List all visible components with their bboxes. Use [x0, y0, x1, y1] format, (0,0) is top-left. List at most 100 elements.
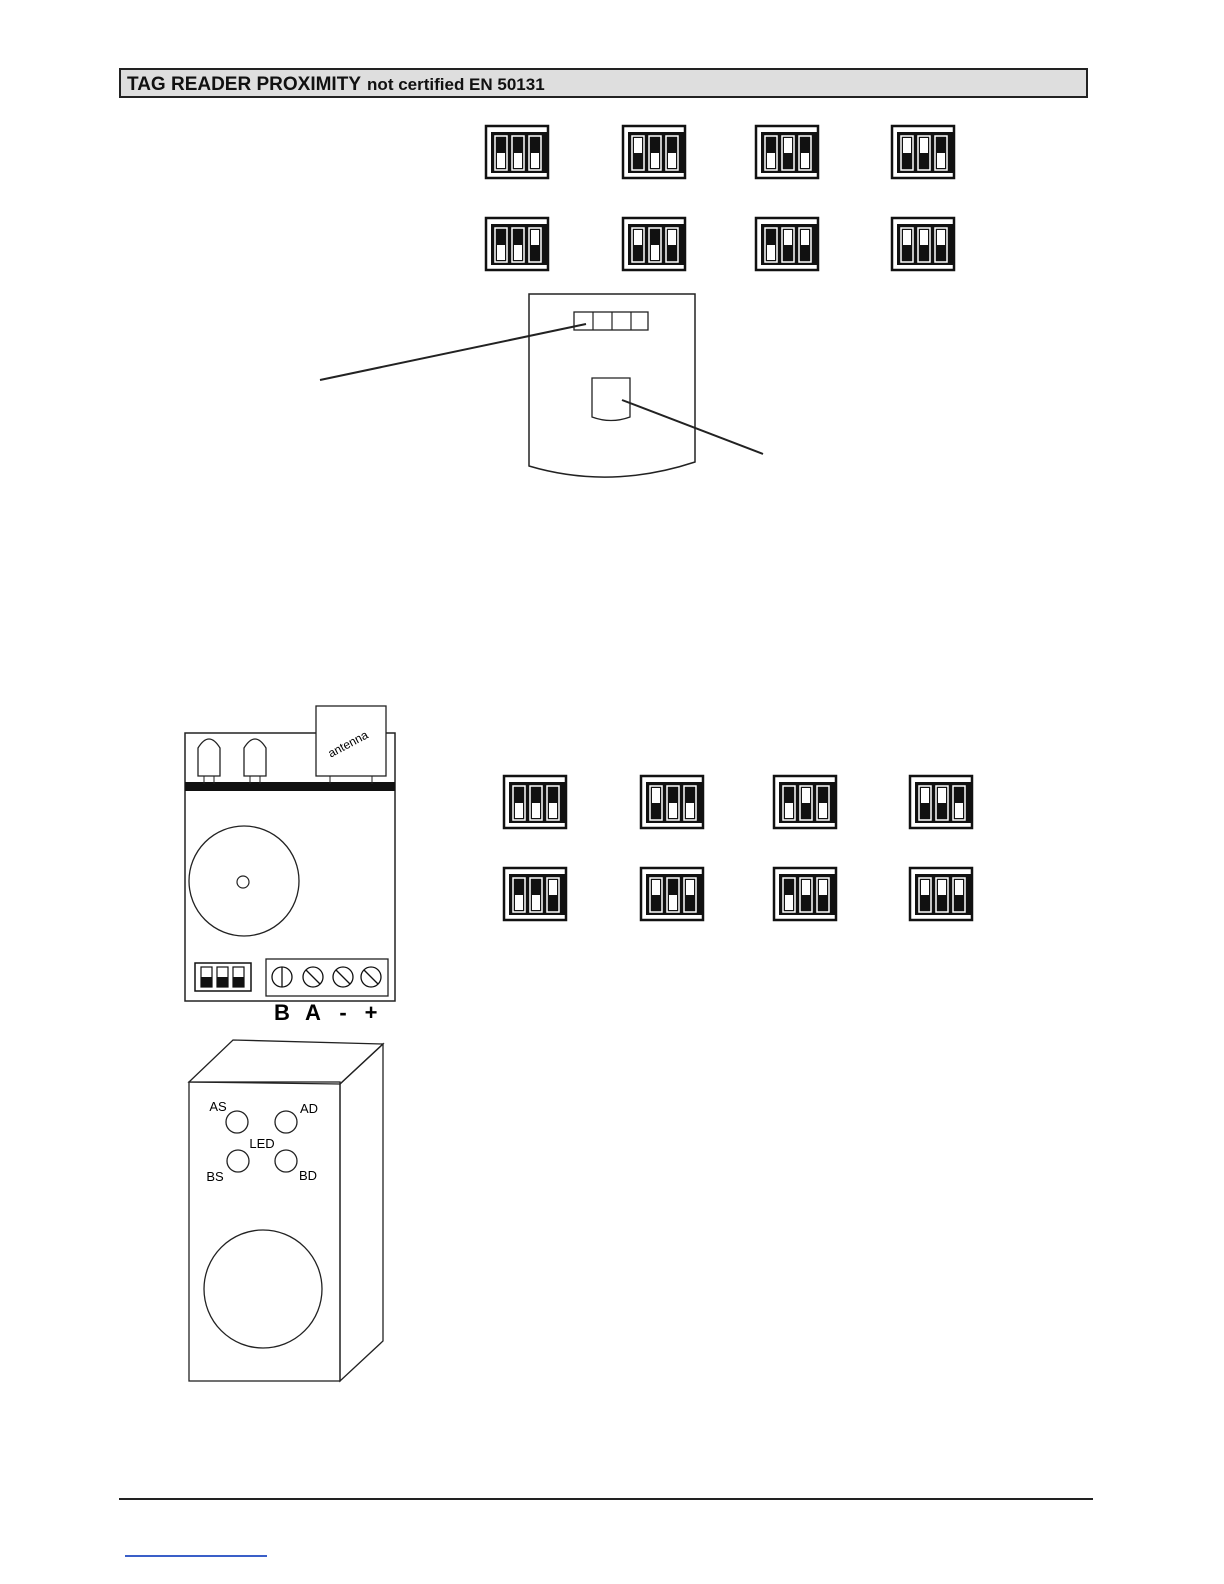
terminal-label-plus: +	[365, 1000, 378, 1025]
dip-switch-bottom-7	[774, 868, 836, 920]
dip-lever	[903, 230, 911, 245]
dip-lever	[651, 245, 659, 260]
dip-lever	[515, 895, 523, 910]
led-bd	[275, 1150, 297, 1172]
dip-lever	[532, 803, 540, 818]
dip-lever	[920, 138, 928, 153]
led-as	[226, 1111, 248, 1133]
dip-lever	[801, 153, 809, 168]
reader-front-diagram	[310, 290, 780, 485]
dip-switch-top-3	[756, 126, 818, 178]
dip-switch-bottom-5	[504, 868, 566, 920]
board-diagram: antenna B A - +	[180, 700, 410, 1030]
terminal-screw	[272, 967, 292, 987]
dip-lever	[784, 138, 792, 153]
dip-lever	[634, 230, 642, 245]
dip-switch-bottom-3	[774, 776, 836, 828]
dip-lever	[955, 880, 963, 895]
dip-lever	[785, 895, 793, 910]
terminal-screw	[333, 967, 353, 987]
dip-switch-top-5	[486, 218, 548, 270]
callout-dip-line	[320, 324, 586, 380]
dip-lever	[767, 153, 775, 168]
dip-lever	[937, 153, 945, 168]
dip-switch-top-1	[486, 126, 548, 178]
dip-lever	[668, 153, 676, 168]
dip-lever	[802, 788, 810, 803]
dip-lever	[955, 803, 963, 818]
led-label-ad: AD	[300, 1101, 318, 1116]
led-1	[198, 739, 220, 776]
board-strip	[185, 782, 395, 791]
dip-lever	[497, 153, 505, 168]
led-label-bd: BD	[299, 1168, 317, 1183]
led-ad	[275, 1111, 297, 1133]
buzzer	[189, 826, 299, 936]
dip-lever	[938, 788, 946, 803]
dip-lever	[921, 880, 929, 895]
led-2	[244, 739, 266, 776]
board-dip-switch	[195, 963, 251, 991]
dip-lever	[785, 803, 793, 818]
footer-rule	[119, 1498, 1093, 1500]
dip-switch-bottom-6	[641, 868, 703, 920]
dip-switch-group-top	[480, 120, 970, 280]
dip-lever	[802, 880, 810, 895]
dip-lever	[686, 803, 694, 818]
footer-link-underline[interactable]	[125, 1555, 267, 1557]
led-center-label: LED	[249, 1136, 274, 1151]
buzzer-center	[237, 876, 249, 888]
dip-lever	[669, 895, 677, 910]
dip-lever	[903, 138, 911, 153]
dip-lever	[819, 803, 827, 818]
dip-lever	[767, 245, 775, 260]
dip-lever	[515, 803, 523, 818]
reader-dip-window	[574, 312, 648, 330]
dip-switch-bottom-4	[910, 776, 972, 828]
terminal-label-minus: -	[339, 1000, 346, 1025]
dip-switch-top-2	[623, 126, 685, 178]
dip-lever	[532, 895, 540, 910]
dip-lever	[819, 880, 827, 895]
dip-lever	[651, 153, 659, 168]
dip-lever	[497, 245, 505, 260]
dip-lever	[549, 880, 557, 895]
led-box-diagram: AS AD BS BD LED	[185, 1036, 390, 1386]
led-bs	[227, 1150, 249, 1172]
terminal-label-a: A	[305, 1000, 321, 1025]
speaker-grille	[204, 1230, 322, 1348]
led-label-bs: BS	[206, 1169, 224, 1184]
dip-lever	[514, 245, 522, 260]
dip-switch-bottom-8	[910, 868, 972, 920]
dip-lever	[668, 230, 676, 245]
terminal-screw	[361, 967, 381, 987]
dip-switch-bottom-2	[641, 776, 703, 828]
dip-lever	[514, 153, 522, 168]
box-side-face	[340, 1044, 383, 1381]
dip-switch-top-4	[892, 126, 954, 178]
dip-lever	[549, 803, 557, 818]
dip-lever	[531, 230, 539, 245]
dip-lever	[531, 153, 539, 168]
box-front-face	[189, 1082, 340, 1381]
dip-lever	[921, 788, 929, 803]
dip-lever	[634, 138, 642, 153]
dip-lever	[801, 230, 809, 245]
dip-lever	[937, 230, 945, 245]
dip-lever	[669, 803, 677, 818]
dip-lever	[938, 880, 946, 895]
header-title: TAG READER PROXIMITY	[127, 74, 361, 95]
dip-lever	[686, 880, 694, 895]
dip-switch-top-8	[892, 218, 954, 270]
terminal-screw	[303, 967, 323, 987]
callout-sensor-line	[622, 400, 763, 454]
dip-switch-top-6	[623, 218, 685, 270]
dip-switch-group-bottom	[498, 770, 988, 930]
terminal-label-b: B	[274, 1000, 290, 1025]
dip-lever	[784, 230, 792, 245]
led-label-as: AS	[209, 1099, 227, 1114]
dip-switch-top-7	[756, 218, 818, 270]
section-header: TAG READER PROXIMITY not certified EN 50…	[119, 68, 1088, 98]
dip-lever	[652, 788, 660, 803]
box-top-face	[189, 1040, 383, 1084]
